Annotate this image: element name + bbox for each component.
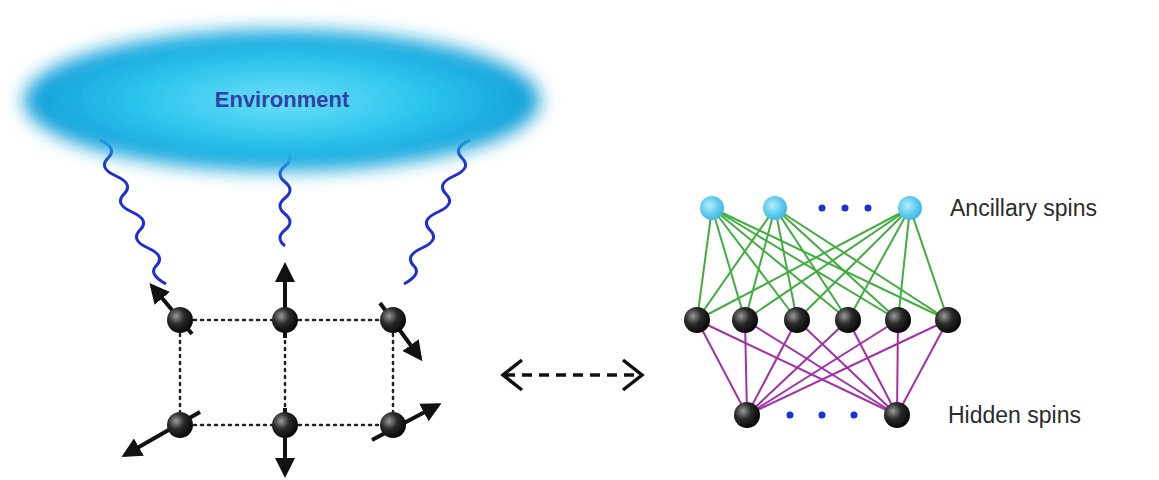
network-link (897, 320, 948, 415)
spin-arrows (125, 266, 438, 474)
network-link (747, 320, 848, 415)
visible-spin (885, 307, 911, 333)
network-spins (684, 196, 961, 428)
network-link (745, 320, 747, 415)
network-link (747, 320, 898, 415)
lattice-spins (167, 307, 406, 438)
node-title: Environment (215, 87, 349, 113)
ancillary-spin (700, 196, 724, 220)
network-link (745, 320, 897, 415)
network-link (697, 320, 747, 415)
network-link (910, 208, 948, 320)
visible-spin (784, 307, 810, 333)
hidden-spin (734, 402, 760, 428)
network-link (898, 208, 910, 320)
network-link (745, 208, 910, 320)
hidden-spin (884, 402, 910, 428)
network-link (712, 208, 797, 320)
network-link (697, 320, 897, 415)
ancillary-spin (898, 196, 922, 220)
visible-spin (732, 307, 758, 333)
network-link (697, 208, 910, 320)
visible-spin (835, 307, 861, 333)
network-link (897, 320, 898, 415)
visible-spin (935, 307, 961, 333)
network-link (747, 320, 797, 415)
network-link (797, 208, 910, 320)
visible-spin (684, 307, 710, 333)
network-link (697, 208, 775, 320)
layer-label: Hidden spins (948, 402, 1081, 429)
layer-label: Ancillary spins (950, 195, 1097, 222)
network-link (775, 208, 948, 320)
equivalence-arrow (503, 360, 642, 390)
network-link (848, 208, 910, 320)
environment-cloud: Environment (12, 18, 552, 183)
network-links (697, 208, 948, 415)
network-link (848, 320, 897, 415)
network-link (712, 208, 948, 320)
network-link (747, 320, 948, 415)
ancillary-spin (763, 196, 787, 220)
